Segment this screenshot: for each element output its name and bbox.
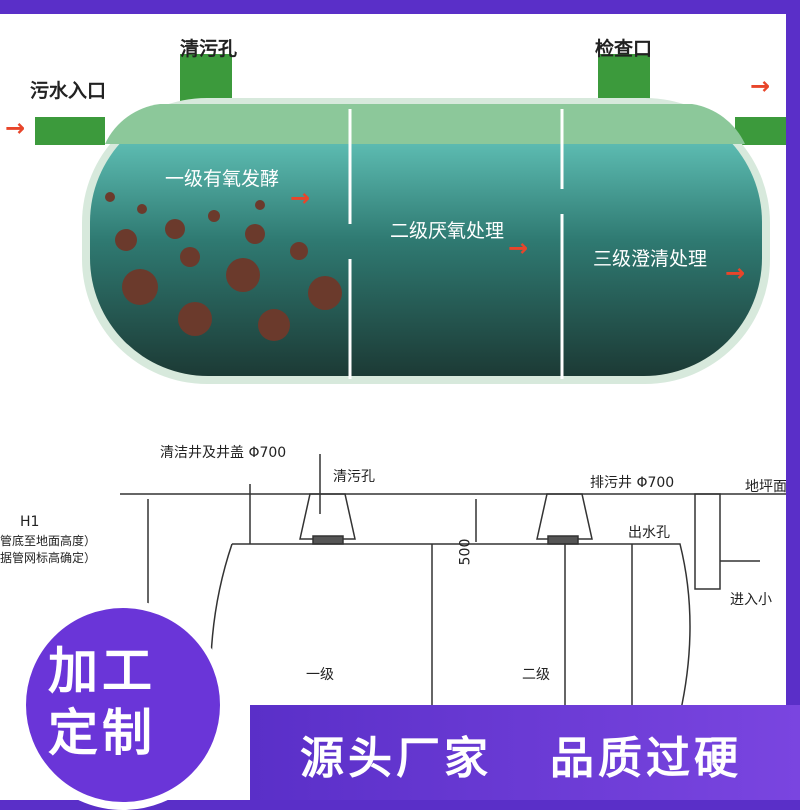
custom-badge (18, 600, 228, 810)
label-well-cover: 清洁井及井盖 Φ700 (160, 445, 287, 461)
footer-banner (250, 705, 800, 800)
slogan-quality: 品质过硬 (550, 733, 742, 784)
flow-arrow-icon: → (508, 234, 529, 262)
label-outlet: 出水孔 (628, 525, 670, 541)
flow-arrow-icon: → (5, 114, 26, 142)
label-inspection: 检查口 (595, 38, 653, 60)
flow-arrow-icon: → (725, 259, 746, 287)
tank-illustration (35, 54, 786, 384)
label-h1-note1: 管底至地面高度） (0, 534, 97, 548)
label-h1-note2: 据管网标高确定） (0, 551, 97, 565)
badge-line1: 加工 (48, 642, 156, 700)
label-into: 进入小 (730, 592, 772, 608)
label-stage1-drawing: 一级 (306, 667, 334, 683)
label-h1: H1 (20, 514, 40, 530)
badge-text: 加工 定制 (48, 640, 156, 764)
label-ground: 地坪面 (745, 479, 786, 495)
label-stage3: 三级澄清处理 (593, 248, 708, 270)
label-depth: 500 (457, 538, 474, 566)
label-inlet: 污水入口 (30, 80, 107, 102)
label-stage2: 二级厌氧处理 (390, 220, 505, 242)
slogan-factory: 源头厂家 (300, 733, 492, 784)
label-stage1: 一级有氧发酵 (165, 168, 280, 190)
label-cleanout: 清污孔 (180, 38, 238, 60)
technical-drawing (120, 454, 786, 715)
badge-line2: 定制 (48, 704, 156, 762)
flow-arrow-icon: → (750, 72, 771, 100)
label-drain-well: 排污井 Φ700 (590, 475, 675, 491)
flow-arrow-icon: → (290, 184, 311, 212)
label-stage2-drawing: 二级 (522, 667, 550, 683)
label-cleanout-hole: 清污孔 (333, 469, 375, 485)
